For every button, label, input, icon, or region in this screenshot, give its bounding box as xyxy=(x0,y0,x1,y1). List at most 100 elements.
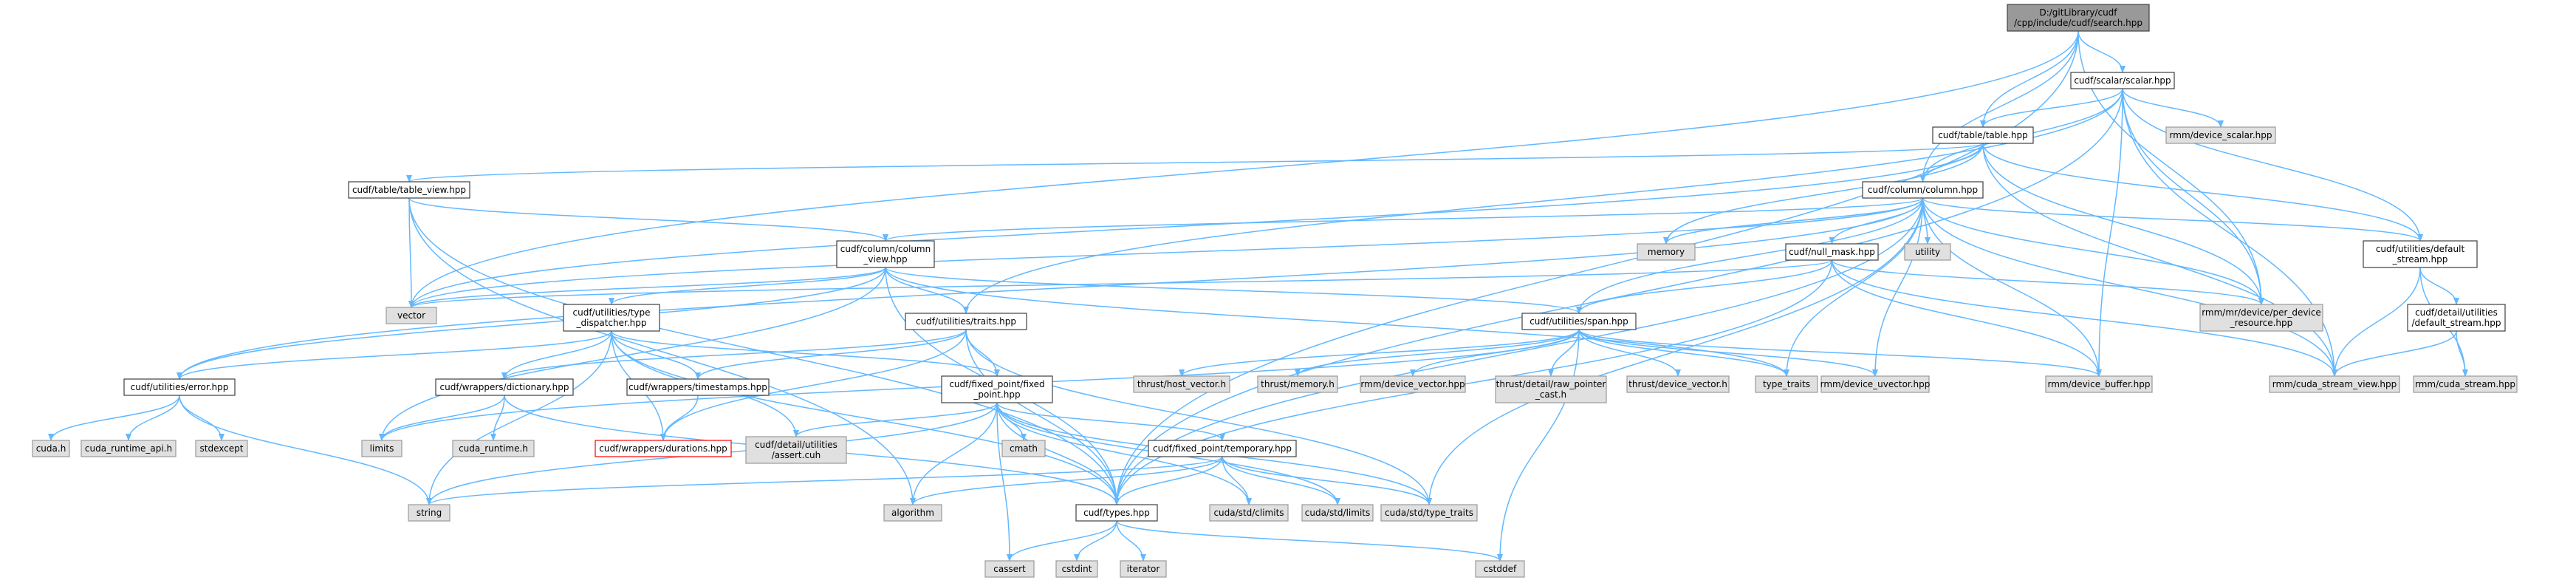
node-timestamps[interactable]: cudf/wrappers/timestamps.hpp xyxy=(626,378,770,396)
node-box xyxy=(32,440,70,457)
node-label: algorithm xyxy=(891,508,934,518)
node-cuda-std-limits[interactable]: cuda/std/limits xyxy=(1301,504,1374,522)
node-cuda-std-climits[interactable]: cuda/std/climits xyxy=(1209,504,1289,522)
edge-traits-to-dictionary xyxy=(501,329,967,380)
node-label: rmm/device_buffer.hpp xyxy=(2048,379,2151,389)
node-label: cuda/std/limits xyxy=(1305,508,1370,518)
node-label: cudf/scalar/scalar.hpp xyxy=(2074,75,2171,86)
node-span[interactable]: cudf/utilities/span.hpp xyxy=(1521,313,1637,330)
node-rmm-device-uvector[interactable]: rmm/device_uvector.hpp xyxy=(1820,375,1931,393)
node-cuda-runtime-api[interactable]: cuda_runtime_api.h xyxy=(80,440,177,457)
node-label: thrust/detail/raw_pointer xyxy=(1496,379,1606,389)
edge-column-view-to-limits xyxy=(379,267,886,441)
node-box xyxy=(348,181,470,199)
edge-type-dispatcher-to-fixed-point xyxy=(611,330,1000,377)
node-rmm-cuda-stream[interactable]: rmm/cuda_stream.hpp xyxy=(2413,375,2518,393)
edge-column-to-type-traits xyxy=(1784,197,1924,377)
node-rmm-device-buffer[interactable]: rmm/device_buffer.hpp xyxy=(2045,375,2153,393)
node-column[interactable]: cudf/column/column.hpp xyxy=(1862,181,1984,199)
edge-span-to-thrust-host-vector xyxy=(1179,329,1580,377)
edge-column-to-per-device xyxy=(1922,197,2264,305)
node-box xyxy=(1075,504,1158,522)
edge-span-to-thrust-memory xyxy=(1295,329,1580,377)
node-temporary[interactable]: cudf/fixed_point/temporary.hpp xyxy=(1148,440,1297,457)
edge-layer xyxy=(48,30,2468,562)
edge-type-dispatcher-to-timestamps xyxy=(611,330,701,380)
node-box xyxy=(2070,72,2175,89)
node-box xyxy=(1862,181,1984,199)
edge-temporary-to-algorithm xyxy=(910,456,1223,505)
edge-null-mask-to-rmm-device-buffer xyxy=(1831,259,2102,377)
node-utility[interactable]: utility xyxy=(1904,243,1951,261)
edge-span-to-thrust-device-vector xyxy=(1578,329,1681,377)
node-default-stream[interactable]: cudf/utilities/default_stream.hpp xyxy=(2363,240,2478,268)
node-rmm-scalar[interactable]: rmm/device_scalar.hpp xyxy=(2165,126,2276,144)
node-cmath[interactable]: cmath xyxy=(1001,440,1046,457)
node-box xyxy=(2199,304,2323,332)
node-traits[interactable]: cudf/utilities/traits.hpp xyxy=(905,313,1027,330)
node-label: /default_stream.hpp xyxy=(2412,318,2501,328)
node-error[interactable]: cudf/utilities/error.hpp xyxy=(123,378,236,396)
edge-types-to-cassert xyxy=(1007,520,1117,562)
node-limits[interactable]: limits xyxy=(361,440,402,457)
node-cuda-h[interactable]: cuda.h xyxy=(32,440,70,457)
node-detail-default-stream[interactable]: cudf/detail/utilities/default_stream.hpp xyxy=(2407,304,2506,332)
node-null-mask[interactable]: cudf/null_mask.hpp xyxy=(1785,243,1879,261)
node-iterator[interactable]: iterator xyxy=(1120,560,1167,578)
edge-traits-to-timestamps xyxy=(695,329,967,380)
node-table[interactable]: cudf/table/table.hpp xyxy=(1932,126,2034,144)
node-thrust-host-vector[interactable]: thrust/host_vector.h xyxy=(1133,375,1230,393)
node-box xyxy=(905,313,1027,330)
edge-temporary-to-cuda-std-climits xyxy=(1222,456,1252,505)
node-cstddef[interactable]: cstddef xyxy=(1475,560,1525,578)
edge-error-to-stdexcept xyxy=(179,395,225,441)
node-thrust-raw-pointer[interactable]: thrust/detail/raw_pointer_cast.h xyxy=(1495,375,1607,403)
node-fixed-point[interactable]: cudf/fixed_point/fixed_point.hpp xyxy=(941,375,1053,403)
node-label: cudf/detail/utilities xyxy=(755,440,837,450)
node-box xyxy=(123,378,236,396)
node-box xyxy=(1904,243,1951,261)
node-scalar[interactable]: cudf/scalar/scalar.hpp xyxy=(2070,72,2175,89)
node-label: thrust/device_vector.h xyxy=(1628,379,1727,389)
node-label: rmm/cuda_stream_view.hpp xyxy=(2272,379,2397,389)
node-cassert[interactable]: cassert xyxy=(984,560,1035,578)
node-memory[interactable]: memory xyxy=(1637,243,1696,261)
node-label: type_traits xyxy=(1763,379,1810,389)
node-label: vector xyxy=(397,310,425,321)
node-thrust-memory[interactable]: thrust/memory.h xyxy=(1257,375,1338,393)
node-stdexcept[interactable]: stdexcept xyxy=(195,440,248,457)
node-string[interactable]: string xyxy=(408,504,451,522)
node-table-view[interactable]: cudf/table/table_view.hpp xyxy=(348,181,470,199)
node-algorithm[interactable]: algorithm xyxy=(883,504,942,522)
node-cstdint[interactable]: cstdint xyxy=(1055,560,1098,578)
node-dictionary[interactable]: cudf/wrappers/dictionary.hpp xyxy=(435,378,574,396)
node-assert-cuh[interactable]: cudf/detail/utilities/assert.cuh xyxy=(745,436,847,464)
node-vector[interactable]: vector xyxy=(386,307,437,324)
node-per-device[interactable]: rmm/mr/device/per_device_resource.hpp xyxy=(2199,304,2323,332)
node-type-traits[interactable]: type_traits xyxy=(1755,375,1818,393)
node-rmm-device-vector[interactable]: rmm/device_vector.hpp xyxy=(1360,375,1466,393)
node-box xyxy=(1001,440,1046,457)
node-label: rmm/mr/device/per_device xyxy=(2202,307,2321,318)
edge-scalar-to-default-stream xyxy=(2122,88,2423,242)
node-root[interactable]: D:/gitLibrary/cudf/cpp/include/cudf/sear… xyxy=(2007,4,2150,32)
node-label: rmm/device_vector.hpp xyxy=(1360,379,1465,389)
node-label: _point.hpp xyxy=(973,389,1020,400)
node-durations[interactable]: cudf/wrappers/durations.hpp xyxy=(595,440,732,457)
edge-root-to-types xyxy=(1114,30,2079,505)
node-thrust-device-vector[interactable]: thrust/device_vector.h xyxy=(1626,375,1730,393)
node-cuda-runtime[interactable]: cuda_runtime.h xyxy=(452,440,535,457)
node-rmm-cuda-stream-view[interactable]: rmm/cuda_stream_view.hpp xyxy=(2269,375,2400,393)
edge-detail-default-stream-to-rmm-cuda-stream-view xyxy=(2332,330,2457,377)
edge-column-view-to-type-dispatcher xyxy=(609,267,886,305)
node-box xyxy=(2045,375,2153,393)
node-column-view[interactable]: cudf/column/column_view.hpp xyxy=(836,240,935,268)
node-cuda-std-type-traits[interactable]: cuda/std/type_traits xyxy=(1380,504,1478,522)
node-types[interactable]: cudf/types.hpp xyxy=(1075,504,1158,522)
node-label: cudf/wrappers/dictionary.hpp xyxy=(440,382,569,392)
node-type-dispatcher[interactable]: cudf/utilities/type_dispatcher.hpp xyxy=(563,304,660,332)
node-box xyxy=(1475,560,1525,578)
edge-dictionary-to-cuda-runtime xyxy=(490,395,505,441)
edge-span-to-rmm-device-uvector xyxy=(1578,329,1878,377)
